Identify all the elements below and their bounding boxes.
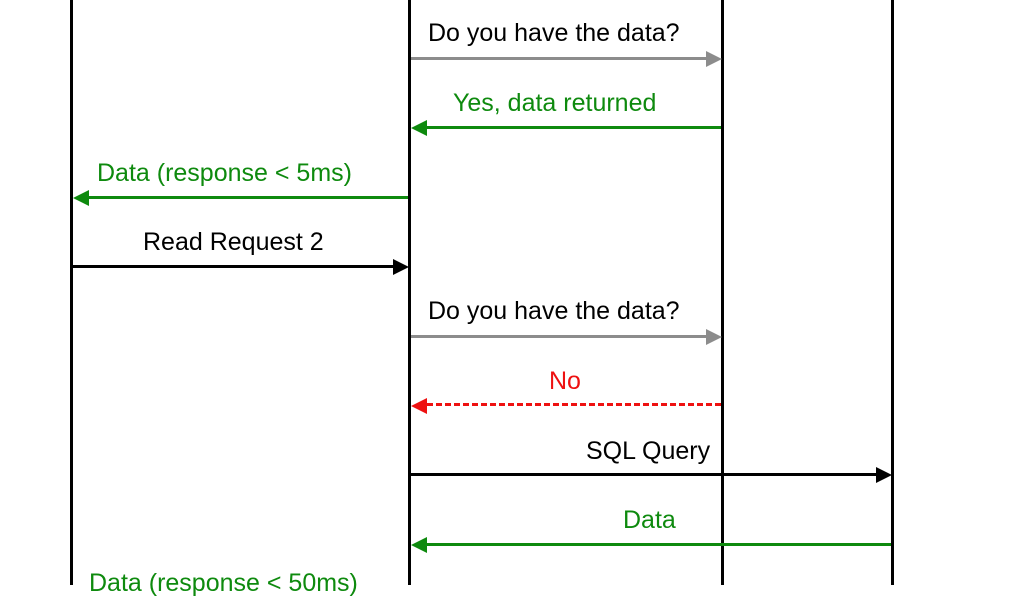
lifeline-cache — [721, 0, 724, 585]
arrowhead-cache-miss — [411, 397, 427, 414]
message-label-cache-miss: No — [549, 367, 581, 395]
arrowhead-db-data — [411, 536, 427, 553]
arrow-response-fast — [89, 196, 408, 199]
message-label-sql-query: SQL Query — [586, 437, 711, 465]
message-label-cache-check-2: Do you have the data? — [428, 297, 680, 325]
arrow-cache-hit — [427, 126, 721, 129]
arrowhead-response-fast — [73, 189, 89, 206]
message-label-response-fast: Data (response < 5ms) — [97, 159, 352, 187]
arrow-cache-miss — [427, 403, 721, 406]
arrowhead-cache-hit — [411, 119, 427, 136]
arrowhead-read-request-2 — [393, 258, 409, 275]
arrow-read-request-2 — [73, 265, 394, 268]
arrowhead-sql-query — [876, 466, 892, 483]
message-label-cache-check-1: Do you have the data? — [428, 19, 680, 47]
arrowhead-cache-check-2 — [706, 328, 722, 345]
lifeline-client — [70, 0, 73, 585]
message-label-response-slow: Data (response < 50ms) — [89, 569, 358, 597]
arrowhead-cache-check-1 — [706, 50, 722, 67]
arrow-sql-query — [411, 473, 877, 476]
lifeline-database — [891, 0, 894, 585]
message-label-db-data: Data — [623, 506, 676, 534]
arrow-db-data — [427, 543, 891, 546]
message-label-read-request-2: Read Request 2 — [143, 228, 324, 256]
arrow-cache-check-2 — [411, 335, 707, 338]
lifeline-server — [408, 0, 411, 585]
message-label-cache-hit: Yes, data returned — [453, 89, 657, 117]
arrow-cache-check-1 — [411, 57, 707, 60]
